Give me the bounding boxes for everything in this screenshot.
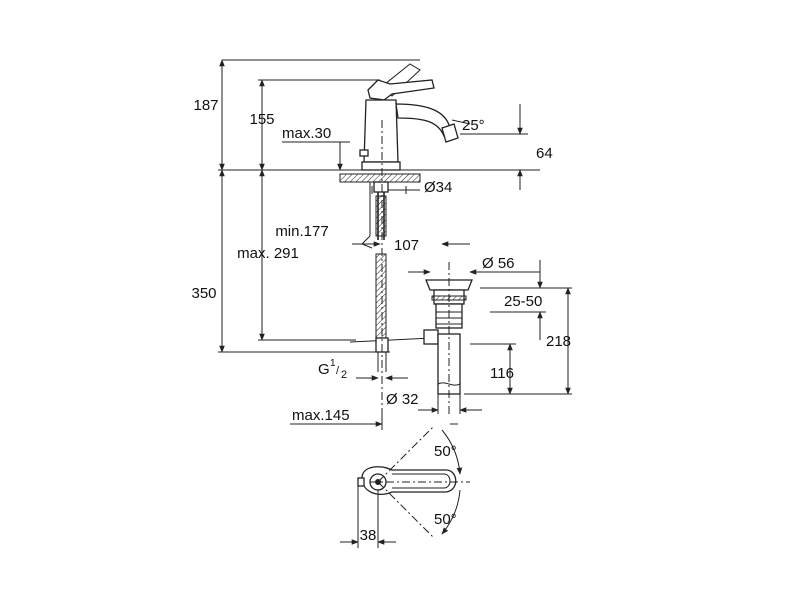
counter-top	[339, 173, 421, 183]
label-d34: Ø34	[424, 179, 452, 196]
label-350: 350	[191, 285, 216, 302]
label-g12-num: 1	[330, 358, 336, 369]
label-d32: Ø 32	[386, 391, 419, 408]
label-max145: max.145	[292, 407, 350, 424]
label-angle25: 25°	[462, 117, 485, 134]
label-angle50-top: 50°	[434, 443, 457, 460]
label-max291: max. 291	[237, 245, 299, 262]
lever-handle	[367, 79, 435, 101]
faucet-side-view	[339, 63, 459, 430]
shank-nut	[373, 181, 389, 193]
faucet-base	[361, 161, 401, 171]
label-angle50-bottom: 50°	[434, 511, 457, 528]
lever-top-inner	[392, 473, 451, 489]
aerator	[441, 123, 459, 143]
label-155: 155	[249, 111, 274, 128]
rotation-line-top	[377, 425, 435, 483]
label-g12: G 1 / 2	[318, 358, 347, 381]
dimension-labels: 187 155 max.30 25° 64 Ø34 min.177 max. 2…	[191, 97, 571, 544]
label-38: 38	[360, 527, 377, 544]
label-218: 218	[546, 333, 571, 350]
pull-rod	[349, 337, 433, 343]
rotation-line-bottom	[377, 481, 435, 539]
faucet-spout	[395, 103, 451, 138]
label-min177: min.177	[275, 223, 328, 240]
label-64: 64	[536, 145, 553, 162]
pop-up-top	[357, 477, 365, 487]
braided-hose-lower	[375, 253, 387, 339]
arc-50-top	[441, 429, 463, 475]
leader-25	[451, 119, 471, 125]
label-g12-slash: /	[336, 365, 340, 377]
arc-50-bottom	[441, 489, 461, 535]
label-2550: 25-50	[504, 293, 542, 310]
label-107: 107	[394, 237, 419, 254]
faucet-top-view	[357, 425, 470, 539]
label-116: 116	[490, 365, 514, 382]
pop-up-clip	[361, 235, 373, 249]
pipe-break	[437, 382, 461, 386]
label-g12-main: G	[318, 361, 330, 378]
label-max30: max.30	[282, 125, 331, 142]
label-g12-den: 2	[341, 369, 347, 381]
dimension-lines	[218, 59, 572, 548]
pivot-nut	[423, 329, 439, 345]
drain-assembly	[423, 262, 473, 416]
faucet-body	[363, 99, 399, 163]
pop-up-knob	[359, 149, 369, 157]
braided-hose	[375, 195, 387, 237]
label-187: 187	[193, 97, 218, 114]
label-d56: Ø 56	[482, 255, 515, 272]
